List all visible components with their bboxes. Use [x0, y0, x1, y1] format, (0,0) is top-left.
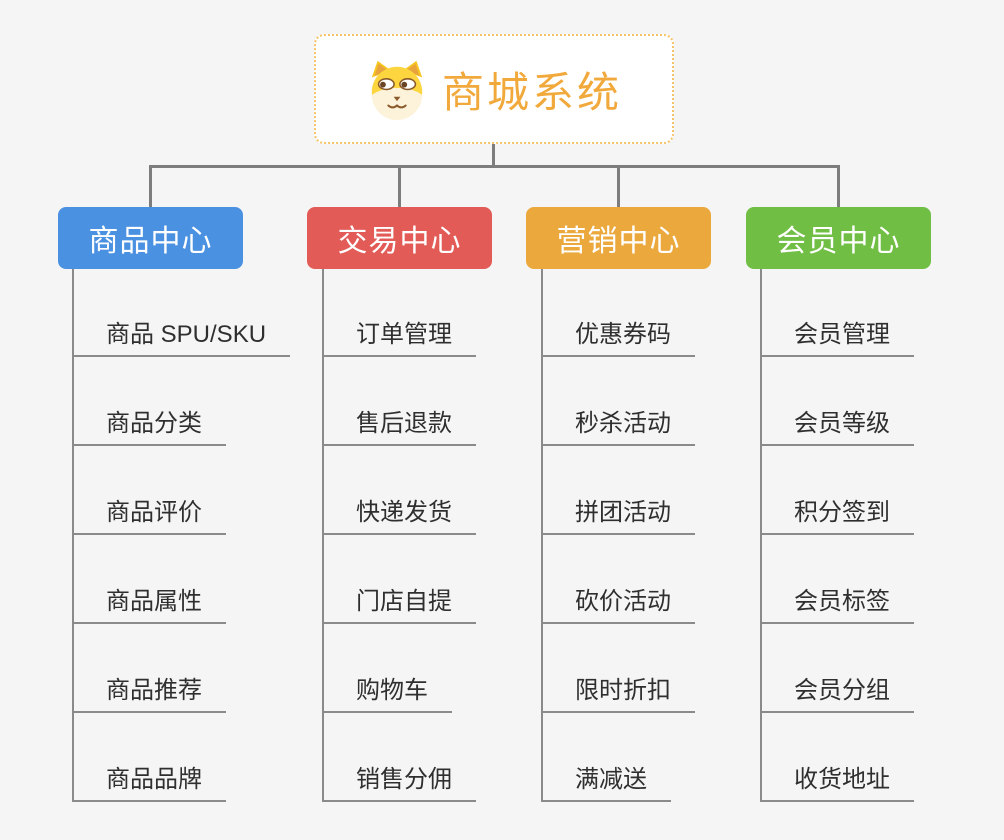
connector-drop-products — [149, 165, 152, 209]
connector-bus — [149, 165, 840, 168]
leaf-item[interactable]: 快递发货 — [324, 491, 476, 535]
leaf-item[interactable]: 商品属性 — [74, 580, 226, 624]
leaf-item[interactable]: 积分签到 — [762, 491, 914, 535]
leaf-item[interactable]: 会员等级 — [762, 402, 914, 446]
connector-drop-marketing — [617, 165, 620, 209]
leaf-item[interactable]: 商品推荐 — [74, 669, 226, 713]
leaf-item[interactable]: 会员分组 — [762, 669, 914, 713]
leaf-column-member-center: 会员管理 会员等级 积分签到 会员标签 会员分组 收货地址 — [760, 269, 997, 802]
branch-node-trade-center[interactable]: 交易中心 — [307, 207, 492, 269]
root-title: 商城系统 — [441, 68, 622, 116]
leaf-item[interactable]: 订单管理 — [324, 313, 476, 357]
leaf-item[interactable]: 门店自提 — [324, 580, 476, 624]
leaf-item[interactable]: 收货地址 — [762, 758, 914, 802]
leaf-column-product-center: 商品 SPU/SKU 商品分类 商品评价 商品属性 商品推荐 商品品牌 — [72, 269, 309, 802]
connector-drop-trade — [398, 165, 401, 209]
leaf-column-trade-center: 订单管理 售后退款 快递发货 门店自提 购物车 销售分佣 — [322, 269, 559, 802]
leaf-column-marketing-center: 优惠券码 秒杀活动 拼团活动 砍价活动 限时折扣 满减送 — [541, 269, 778, 802]
leaf-item[interactable]: 优惠券码 — [543, 313, 695, 357]
leaf-item[interactable]: 销售分佣 — [324, 758, 476, 802]
leaf-item[interactable]: 商品评价 — [74, 491, 226, 535]
leaf-item[interactable]: 商品分类 — [74, 402, 226, 446]
connector-drop-members — [837, 165, 840, 209]
dog-face-icon — [371, 60, 423, 120]
branch-node-member-center[interactable]: 会员中心 — [746, 207, 931, 269]
leaf-item[interactable]: 砍价活动 — [543, 580, 695, 624]
leaf-item[interactable]: 满减送 — [543, 758, 671, 802]
leaf-item[interactable]: 拼团活动 — [543, 491, 695, 535]
branch-node-marketing-center[interactable]: 营销中心 — [526, 207, 711, 269]
branch-node-product-center[interactable]: 商品中心 — [58, 207, 243, 269]
leaf-item[interactable]: 商品 SPU/SKU — [74, 313, 291, 357]
connector-root-stem — [492, 144, 495, 166]
leaf-item[interactable]: 秒杀活动 — [543, 402, 695, 446]
leaf-item[interactable]: 限时折扣 — [543, 669, 695, 713]
leaf-item[interactable]: 商品品牌 — [74, 758, 226, 802]
leaf-item[interactable]: 会员标签 — [762, 580, 914, 624]
leaf-item[interactable]: 会员管理 — [762, 313, 914, 357]
leaf-item[interactable]: 购物车 — [324, 669, 452, 713]
leaf-item[interactable]: 售后退款 — [324, 402, 476, 446]
root-node-mall-system[interactable]: 商城系统 — [314, 34, 674, 144]
